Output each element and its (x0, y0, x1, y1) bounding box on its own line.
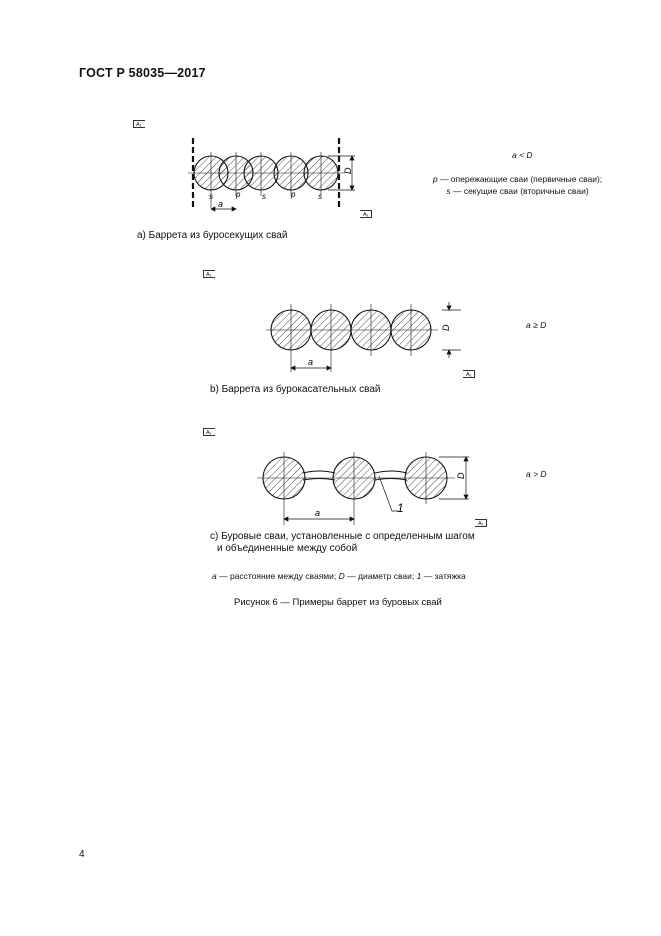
amendment-open-mark-b: A₁ (203, 270, 215, 278)
label-a: a (308, 357, 313, 367)
pile-centerlines (266, 304, 438, 372)
legend-p: p — опережающие сваи (первичные сваи); (432, 174, 603, 184)
amendment-close-mark-b: A₁ (463, 370, 475, 378)
label-s-2: s (262, 192, 266, 201)
page-number: 4 (79, 849, 85, 860)
amendment-close-mark-c: A₁ (475, 519, 487, 527)
figure-title: Рисунок 6 — Примеры баррет из буровых св… (234, 597, 442, 608)
dashed-wall-lines (191, 138, 341, 209)
label-D: D (456, 472, 466, 479)
leader-line-1 (378, 475, 398, 512)
label-a: a (315, 508, 320, 518)
label-D: D (343, 167, 353, 174)
dimension-a (290, 365, 332, 371)
dimension-D (442, 302, 461, 358)
condition-a: a < D (512, 150, 533, 160)
diagram-tangent-piles: a D (266, 302, 461, 372)
caption-c-line2: и объединенные между собой (217, 543, 358, 554)
label-p-1: p (235, 190, 241, 199)
document-header: ГОСТ Р 58035—2017 (79, 66, 206, 80)
pile-centerlines (257, 452, 455, 525)
dimension-D (439, 456, 469, 500)
amendment-open-mark-c: A₁ (203, 428, 215, 436)
legend-s: s — секущие сваи (вторичные сваи) (446, 186, 589, 196)
dimension-D (328, 155, 355, 191)
notation-legend: a — расстояние между сваями; D — диаметр… (212, 571, 466, 581)
pile-centerlines (188, 152, 345, 208)
amendment-open-mark-a: A₁ (133, 120, 145, 128)
label-D: D (441, 324, 451, 331)
label-1: 1 (397, 501, 404, 515)
diagram-spaced-piles: a D 1 (257, 452, 469, 525)
dimension-a (210, 206, 237, 212)
label-p-2: p (290, 190, 296, 199)
label-a: a (218, 199, 223, 209)
condition-c: a > D (526, 469, 547, 479)
dimension-a (283, 516, 355, 522)
diagram-secant-piles: a D s p s p s (188, 138, 355, 212)
label-s-1: s (209, 192, 213, 201)
caption-c-line1: c) Буровые сваи, установленные с определ… (210, 531, 475, 542)
amendment-close-mark-a: A₁ (360, 210, 372, 218)
condition-b: a ≥ D (526, 320, 547, 330)
tie-beams (302, 470, 408, 481)
caption-b: b) Баррета из бурокасательных свай (210, 384, 381, 395)
caption-a: a) Баррета из буросекущих свай (137, 230, 288, 241)
label-s-3: s (318, 192, 322, 201)
